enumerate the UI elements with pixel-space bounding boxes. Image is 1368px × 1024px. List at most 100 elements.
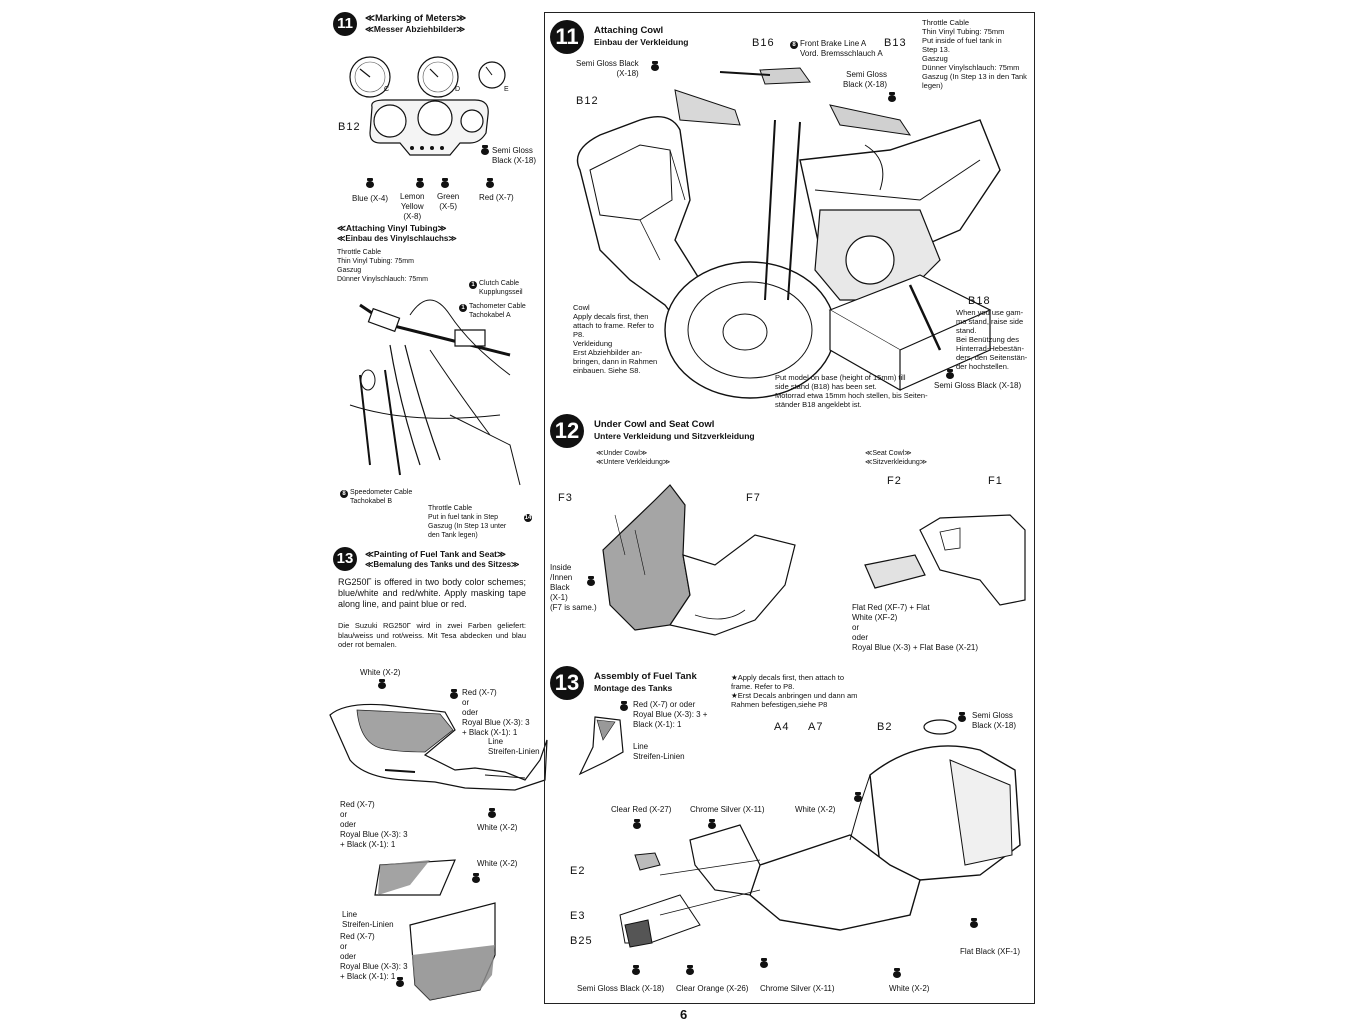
cowl-subtitle: Einbau der Verkleidung	[594, 37, 689, 47]
step-12-title: Under Cowl and Seat Cowl	[594, 419, 715, 430]
inside-black-note: Inside /Innen Black (X-1) (F7 is same.)	[550, 563, 597, 612]
white-x2-low-label: White (X-2)	[477, 859, 518, 868]
part-a4: A4	[774, 721, 790, 733]
red-or-blue-label-3: Red (X-7) or oder Royal Blue (X-3): 3 + …	[340, 932, 408, 981]
chrome-silver-bottom-label: Chrome Silver (X-11)	[760, 984, 835, 993]
paint-scheme-text: RG250Γ is offered in two body color sche…	[338, 577, 526, 609]
step-13-badge: 13	[333, 547, 357, 571]
meter-e-label: E	[504, 86, 509, 93]
paint-pot-icon	[472, 873, 480, 883]
paint-pot-icon	[946, 369, 954, 379]
under-cowl-heading-de: ≪Untere Verkleidung≫	[596, 459, 671, 466]
part-b13: B13	[884, 37, 907, 49]
base-height-note: Put model on base (height of 15mm) till …	[775, 373, 928, 409]
seat-cowl-heading-de: ≪Sitzverkleidung≫	[865, 459, 928, 466]
white-x2-bottom-label: White (X-2)	[889, 984, 930, 993]
paint-pot-icon	[708, 819, 716, 829]
step-14-badge: 14	[524, 514, 532, 522]
clear-orange-label: Clear Orange (X-26)	[676, 984, 749, 993]
paint-pot-icon	[651, 61, 659, 71]
white-x2-mid-label: White (X-2)	[477, 823, 518, 832]
tank-red-or-blue-label: Red (X-7) or oder Royal Blue (X-3): 3 + …	[633, 700, 708, 729]
paint-pot-icon	[970, 918, 978, 928]
meter-c-label: C	[384, 86, 390, 93]
paint-pot-icon	[632, 965, 640, 975]
speedo-step-badge: 8	[340, 490, 348, 498]
fuel-tank-paint-illustration	[325, 700, 550, 810]
paint-pot-icon	[450, 689, 458, 699]
semi-gloss-bl-label: Semi Gloss Black (X-18)	[577, 984, 665, 993]
paint-pot-icon	[686, 965, 694, 975]
part-f2: F2	[887, 475, 902, 487]
paint-pot-icon	[481, 145, 489, 155]
seat-paint-note: Flat Red (XF-7) + Flat White (XF-2) or o…	[852, 603, 979, 652]
paint-pot-icon	[893, 968, 901, 978]
paint-pot-icon	[587, 576, 595, 586]
paint-pot-icon	[378, 679, 386, 689]
part-e3: E3	[570, 910, 586, 922]
step-11-subtitle: ≪Messer Abziehbilder≫	[365, 24, 466, 34]
red-or-blue-label-2: Red (X-7) or oder Royal Blue (X-3): 3 + …	[340, 800, 408, 849]
meters-illustration	[340, 55, 510, 185]
paint-pot-icon	[854, 792, 862, 802]
white-x2-top-label: White (X-2)	[360, 668, 401, 677]
throttle-cable-label: Throttle Cable Thin Vinyl Tubing: 75mm G…	[337, 249, 428, 283]
fuel-tank-assembly-illustration	[620, 715, 1025, 960]
meter-d-label: D	[455, 86, 461, 93]
semi-gloss-right-label: Semi Gloss Black (X-18)	[843, 70, 888, 89]
step-12-subtitle: Untere Verkleidung und Sitzverkleidung	[594, 431, 755, 441]
paint-pot-icon	[366, 178, 374, 188]
semi-gloss-tr-label: Semi Gloss Black (X-18)	[972, 711, 1017, 730]
chrome-silver-top-label: Chrome Silver (X-11)	[690, 805, 765, 814]
step-13-paint-subtitle: ≪Bemalung des Tanks und des Sitzes≫	[365, 560, 520, 569]
motorcycle-front-illustration	[560, 50, 1030, 410]
vinyl-title: ≪Attaching Vinyl Tubing≫	[337, 223, 447, 233]
paint-pot-icon	[416, 178, 424, 188]
paint-pot-icon	[760, 958, 768, 968]
paint-scheme-text-de: Die Suzuki RG250Γ wird in zwei Farben ge…	[338, 621, 526, 649]
paint-pot-icon	[633, 819, 641, 829]
semi-gloss-left-label: Semi Gloss Black (X-18)	[576, 59, 639, 78]
tank-stripe-illustration	[575, 712, 635, 782]
step-11-cowl-badge: 11	[550, 20, 584, 54]
seat-cowl-heading: ≪Seat Cowl≫	[865, 450, 912, 457]
decal-note: ★Apply decals first, then attach to fram…	[731, 673, 858, 709]
tank-line-label: Line Streifen-Linien	[633, 742, 685, 761]
step-13-paint-title: ≪Painting of Fuel Tank and Seat≫	[365, 549, 506, 559]
front-brake-badge: 8	[790, 41, 798, 49]
paint-pot-icon	[888, 92, 896, 102]
tacho-step-badge: 1	[459, 304, 467, 312]
step-11-badge: 11	[333, 12, 357, 36]
part-e2: E2	[570, 865, 586, 877]
handlebar-illustration	[330, 285, 530, 495]
page-number: 6	[680, 1007, 688, 1022]
part-b2: B2	[877, 721, 893, 733]
flat-black-label: Flat Black (XF-1)	[960, 947, 1021, 956]
under-cowl-illustration	[595, 475, 815, 645]
part-b25: B25	[570, 935, 593, 947]
part-b18: B18	[968, 295, 991, 307]
right-panel-frame	[544, 12, 1035, 1004]
blue-label: Blue (X-4)	[352, 194, 389, 203]
step-11-title: ≪Marking of Meters≫	[365, 13, 467, 24]
part-b12-right: B12	[576, 95, 599, 107]
side-stand-note: When you use gam- ma stand, raise side s…	[956, 308, 1028, 371]
seat-part-illustration	[370, 855, 510, 1015]
line-label-1: Line Streifen-Linien	[488, 737, 540, 756]
cowl-decal-note: Cowl Apply decals first, then attach to …	[573, 303, 658, 375]
paint-pot-icon	[396, 977, 404, 987]
step-13-assembly-badge: 13	[550, 666, 584, 700]
clutch-step-badge: 1	[469, 281, 477, 289]
semi-gloss-black-label: Semi Gloss Black (X-18)	[492, 146, 537, 165]
paint-pot-icon	[488, 808, 496, 818]
part-b16: B16	[752, 37, 775, 49]
cowl-title: Attaching Cowl	[594, 25, 664, 36]
speedometer-cable-label: Speedometer Cable Tachokabel B	[350, 489, 413, 505]
part-f7: F7	[746, 492, 761, 504]
vinyl-subtitle: ≪Einbau des Vinylschlauchs≫	[337, 234, 457, 243]
part-f3: F3	[558, 492, 573, 504]
part-b12-left: B12	[338, 121, 361, 133]
line-label-2: Line Streifen-Linien	[342, 910, 394, 929]
front-brake-label: Front Brake Line A Vord. Bremsschlauch A	[800, 39, 883, 58]
red-label: Red (X-7)	[479, 193, 514, 202]
